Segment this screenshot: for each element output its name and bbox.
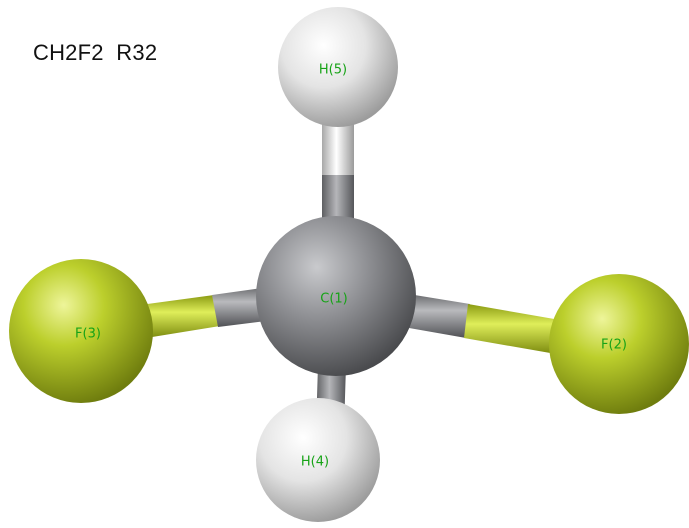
atom-f3-label: F(3): [75, 327, 101, 342]
bond-c1-f2: [392, 292, 560, 354]
atom-c1-label: C(1): [320, 292, 348, 307]
atom-h5: H(5): [278, 7, 398, 127]
atom-h4: H(4): [256, 398, 380, 522]
atom-h4-label: H(4): [301, 455, 329, 470]
atom-h5-label: H(5): [319, 63, 347, 78]
atom-f3: F(3): [9, 259, 153, 403]
atom-c1: C(1): [256, 216, 416, 376]
atom-f2-label: F(2): [601, 338, 627, 353]
atom-f2: F(2): [549, 274, 689, 414]
molecule-title: CH2F2 R32: [33, 40, 158, 65]
